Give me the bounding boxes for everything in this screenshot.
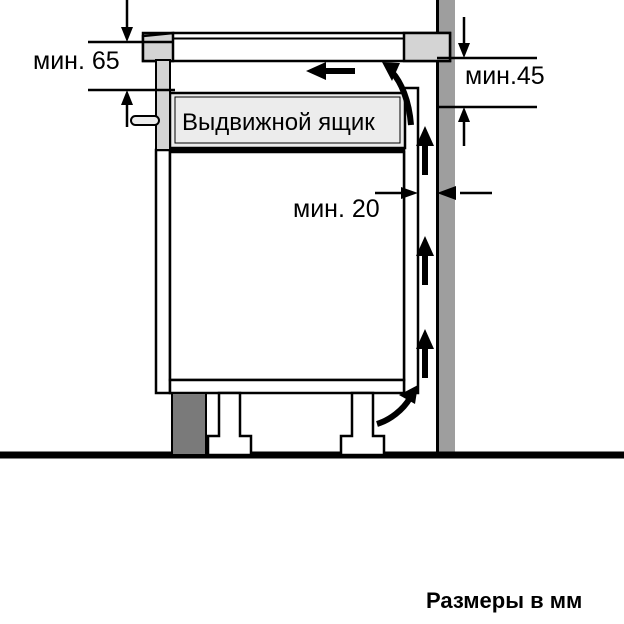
dim20-arrow-right-head bbox=[437, 186, 456, 200]
airflow-group bbox=[306, 62, 434, 427]
dimension-label-min65: мин. 65 bbox=[33, 47, 120, 75]
plinth-and-legs-group bbox=[171, 391, 386, 457]
cooktop-left-endcap bbox=[141, 31, 175, 63]
cabinet-leg-left bbox=[206, 391, 253, 457]
airflow-up-3-head bbox=[416, 329, 434, 349]
dim20-arrow-left-head bbox=[401, 187, 418, 199]
airflow-left-arrow-head bbox=[306, 62, 326, 80]
dim65-arrow-top-head bbox=[121, 27, 133, 42]
cabinet-interior bbox=[168, 150, 406, 382]
cooktop-right-endcap bbox=[402, 31, 452, 63]
plinth-block bbox=[171, 392, 207, 456]
airflow-up-2-head bbox=[416, 236, 434, 256]
cooktop-group bbox=[141, 31, 452, 63]
dim45-arrow-top-head bbox=[458, 43, 470, 58]
dimension-label-min45: мин.45 bbox=[465, 62, 545, 90]
drawer-front-inner-line bbox=[174, 96, 401, 144]
wall-group bbox=[436, 0, 455, 455]
dimension-min20 bbox=[375, 186, 492, 200]
dim45-arrow-bottom-head bbox=[458, 107, 470, 122]
drawer-group bbox=[130, 59, 407, 151]
drawer-handle bbox=[130, 115, 160, 126]
units-note: Размеры в мм bbox=[426, 588, 583, 613]
airflow-curve-bottom-head bbox=[399, 385, 418, 404]
cabinet-left-panel bbox=[154, 148, 172, 395]
airflow-curve-bottom-shaft bbox=[376, 396, 413, 427]
airflow-up-1-head bbox=[416, 126, 434, 146]
dimension-label-min20: мин. 20 bbox=[293, 195, 380, 223]
cabinet-bottom-board bbox=[168, 378, 406, 395]
cabinet-group bbox=[154, 86, 420, 395]
airflow-curve-top-head bbox=[382, 62, 400, 81]
dimension-min65 bbox=[88, 0, 175, 127]
wall-fill bbox=[437, 0, 455, 455]
cabinet-leg-right bbox=[339, 391, 386, 457]
drawer-label: Выдвижной ящик bbox=[182, 109, 375, 136]
drawer-side-rail bbox=[155, 59, 171, 151]
dim65-arrow-bottom-head bbox=[121, 90, 133, 105]
dimension-min45 bbox=[437, 17, 537, 146]
